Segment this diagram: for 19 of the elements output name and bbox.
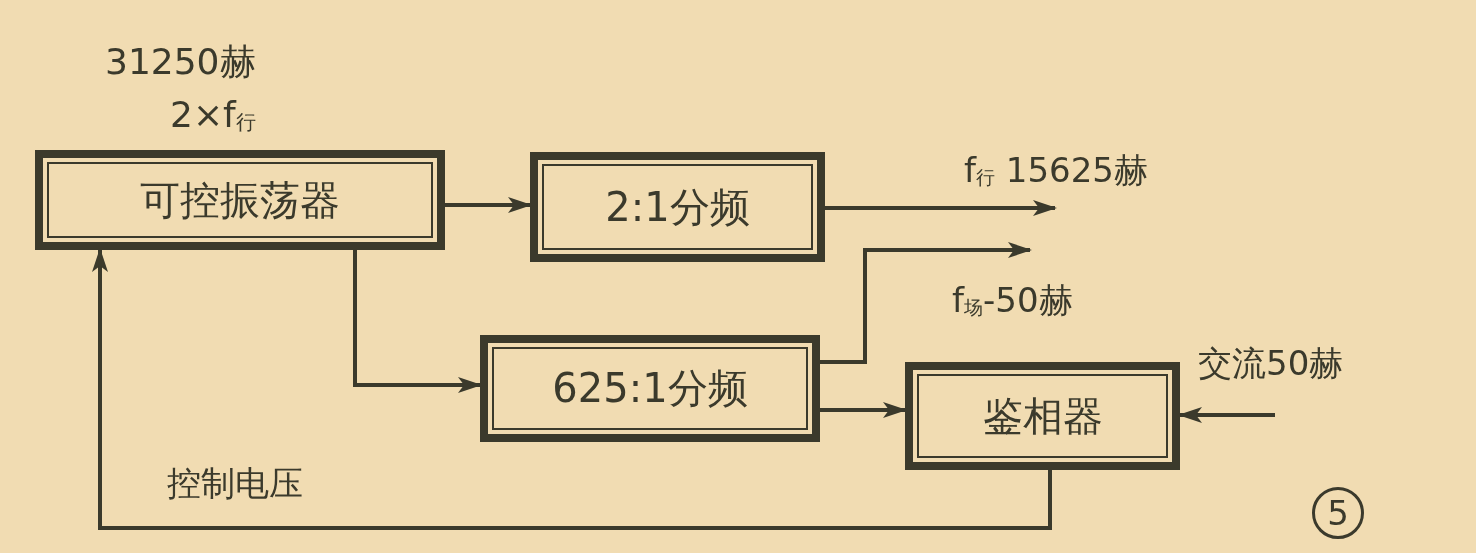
arrow xyxy=(820,402,907,418)
arrow xyxy=(825,200,1057,216)
arrow xyxy=(92,248,1052,530)
process-box xyxy=(905,362,1180,470)
box-label: 可控振荡器 xyxy=(140,175,340,225)
box-label: 鉴相器 xyxy=(982,391,1103,441)
box-label: 625:1分频 xyxy=(552,364,748,413)
arrow xyxy=(1178,407,1275,423)
edge-label: 控制电压 xyxy=(165,465,305,503)
process-box xyxy=(530,152,825,262)
arrow xyxy=(820,242,1032,364)
box-label: 2:1分频 xyxy=(605,182,750,232)
process-box xyxy=(480,335,820,442)
freq-label: 2×f$_{行}$ xyxy=(170,95,256,135)
freq-label: 31250赫 xyxy=(105,42,256,82)
arrow xyxy=(353,250,482,393)
arrow xyxy=(445,197,532,213)
figure-number: 5 xyxy=(1312,487,1364,539)
process-box xyxy=(35,150,445,250)
